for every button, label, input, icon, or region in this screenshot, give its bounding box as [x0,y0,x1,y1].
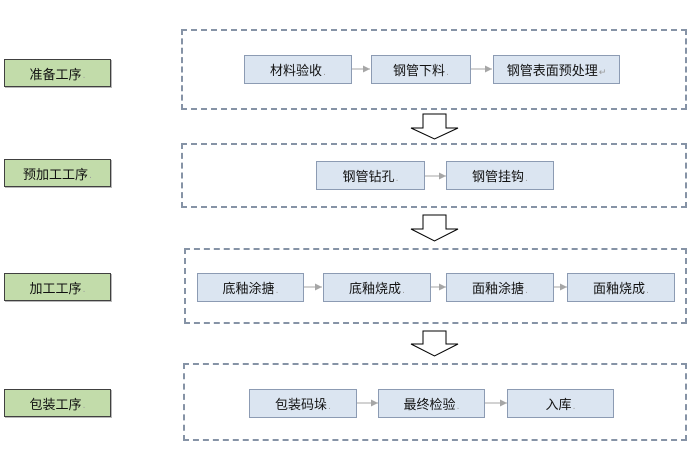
paragraph-mark: . [525,173,528,184]
step-label: 包装码垛 [275,398,328,413]
step-label: 入库 [545,398,572,413]
paragraph-mark: . [82,401,86,411]
step-final-inspection: 最终检验. [378,389,485,418]
step-label: 底釉烧成 [349,282,402,297]
stage-label-preprocess: 预加工工序. [4,159,111,187]
group-preprocess [181,143,687,208]
paragraph-mark: . [275,285,279,296]
stage-label-text: 预加工工序 [23,167,89,183]
down-arrow-icon [410,214,459,242]
paragraph-mark: . [646,285,649,296]
step-label: 底釉涂搪 [222,282,275,297]
stage-label-prep: 准备工序. [4,59,111,87]
paragraph-mark: . [89,171,92,181]
down-arrow-icon [410,330,459,357]
paragraph-mark: . [402,285,405,296]
step-label: 面釉烧成 [593,282,646,297]
paragraph-mark: . [395,173,399,184]
step-surface-pretreatment: 钢管表面预处理↵ [493,55,620,84]
step-cover-coat-firing: 面釉烧成. [567,273,675,302]
step-label: 面釉涂搪 [472,282,525,297]
stage-label-text: 加工工序 [29,281,82,297]
step-pipe-hooking: 钢管挂钩. [446,161,554,190]
step-ground-coat-firing: 底釉烧成. [323,273,431,302]
stage-label-process: 加工工序. [4,273,111,301]
group-process [184,248,687,324]
step-warehousing: 入库. [507,389,614,418]
stage-label-text: 准备工序 [29,67,82,83]
paragraph-mark: . [82,71,86,81]
step-label: 最终检验 [403,398,456,413]
stage-label-packing: 包装工序. [4,389,111,417]
stage-label-text: 包装工序 [29,397,82,413]
step-label: 钢管钻孔 [342,170,395,185]
step-label: 材料验收 [270,64,323,79]
paragraph-mark: . [456,401,460,412]
step-packing-stacking: 包装码垛. [249,389,357,418]
paragraph-mark: . [323,67,326,78]
step-label: 钢管下料 [393,64,446,79]
group-prep [181,29,687,110]
step-label: 钢管表面预处理 [506,64,598,79]
step-material-inspection: 材料验收. [244,55,352,84]
step-pipe-drilling: 钢管钻孔. [316,161,425,190]
step-ground-coat-enameling: 底釉涂搪. [197,273,304,302]
step-pipe-cutting: 钢管下料. [371,55,471,84]
paragraph-mark: . [328,401,331,412]
step-cover-coat-enameling: 面釉涂搪. [446,273,554,302]
paragraph-mark: . [82,285,86,295]
paragraph-mark: ↵ [598,67,607,78]
step-label: 钢管挂钩 [472,170,525,185]
paragraph-mark: . [572,401,576,412]
down-arrow-icon [410,113,459,140]
paragraph-mark: . [525,285,528,296]
paragraph-mark: . [446,67,449,78]
group-packing [183,363,687,441]
